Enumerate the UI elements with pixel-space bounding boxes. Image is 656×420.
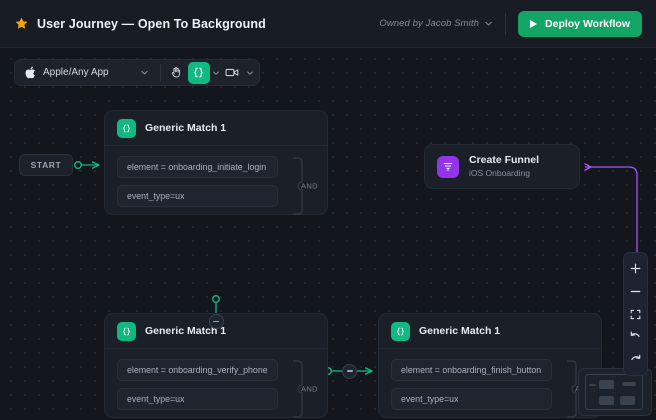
play-icon xyxy=(529,19,538,28)
funnel-subtitle: iOS Onboarding xyxy=(469,168,530,179)
condition-text: element = onboarding_finish_button xyxy=(401,365,542,375)
condition-text: element = onboarding_initiate_login xyxy=(127,162,267,172)
condition-text: element = onboarding_verify_phone xyxy=(127,365,268,375)
fit-to-screen-button[interactable] xyxy=(625,304,646,324)
condition-row[interactable]: event_type=ux xyxy=(117,388,278,410)
app-selector-dropdown[interactable]: Apple/Any App xyxy=(18,61,155,84)
node-badge xyxy=(391,321,410,341)
node-title: Generic Match 1 xyxy=(419,325,501,337)
brace-bracket-icon xyxy=(567,360,577,418)
minimap-node xyxy=(599,380,614,389)
node-header: Generic Match 1 xyxy=(105,314,327,349)
condition-row[interactable]: element = onboarding_verify_phone xyxy=(117,359,278,381)
redo-button[interactable] xyxy=(625,350,646,370)
node-header: Generic Match 1 xyxy=(379,314,601,349)
record-tool-chevron[interactable] xyxy=(244,62,256,84)
minus-icon xyxy=(346,370,353,372)
toolbar-divider xyxy=(159,63,161,82)
canvas-controls xyxy=(623,252,648,376)
owner-label: Owned by Jacob Smith xyxy=(379,18,480,29)
deploy-workflow-button[interactable]: Deploy Workflow xyxy=(518,10,642,37)
operator-group: AND xyxy=(292,360,318,418)
edge-collapse-button-horizontal[interactable] xyxy=(342,363,357,379)
condition-row[interactable]: event_type=ux xyxy=(117,185,278,207)
undo-arrow-icon xyxy=(630,331,640,337)
edge-port-match1-out xyxy=(211,294,220,303)
operator-group: AND xyxy=(292,157,318,215)
page-title: User Journey — Open To Background xyxy=(37,16,266,31)
brace-bracket-icon xyxy=(293,360,303,418)
code-braces-icon xyxy=(397,327,404,335)
start-node[interactable]: START xyxy=(19,154,73,176)
code-braces-icon xyxy=(123,124,130,132)
chevron-down-icon xyxy=(246,71,253,75)
brace-bracket-icon xyxy=(293,157,303,215)
code-tool-chevron[interactable] xyxy=(210,62,222,84)
node-generic-match-3[interactable]: Generic Match 1 element = onboarding_fin… xyxy=(378,313,602,418)
undo-button[interactable] xyxy=(625,327,646,347)
condition-text: event_type=ux xyxy=(127,191,185,201)
owner-dropdown[interactable]: Owned by Jacob Smith xyxy=(379,18,493,29)
chevron-down-icon xyxy=(212,71,219,75)
minus-icon xyxy=(213,320,219,323)
chevron-down-icon xyxy=(485,21,492,26)
apple-icon xyxy=(25,66,36,79)
workflow-canvas[interactable]: Apple/Any App xyxy=(0,48,656,420)
minimap[interactable] xyxy=(578,368,652,416)
start-node-label: START xyxy=(30,160,62,170)
edge-port-start xyxy=(73,160,82,169)
operator-label: AND xyxy=(300,384,318,394)
node-header: Generic Match 1 xyxy=(105,111,327,146)
node-generic-match-1[interactable]: Generic Match 1 element = onboarding_ini… xyxy=(104,110,328,215)
funnel-badge xyxy=(437,155,459,178)
chevron-down-icon xyxy=(140,70,148,75)
app-header: User Journey — Open To Background Owned … xyxy=(0,0,656,48)
minimap-node xyxy=(599,396,614,405)
header-divider xyxy=(505,12,507,35)
funnel-icon xyxy=(443,162,453,171)
header-right-group: Owned by Jacob Smith Deploy Workflow xyxy=(379,10,642,37)
app-selector-label: Apple/Any App xyxy=(43,67,109,78)
minimap-node xyxy=(622,382,636,386)
funnel-text-group: Create Funnel iOS Onboarding xyxy=(469,154,539,179)
condition-text: event_type=ux xyxy=(401,394,459,404)
redo-arrow-icon xyxy=(631,354,641,360)
condition-text: event_type=ux xyxy=(127,394,185,404)
minimap-node xyxy=(620,396,635,405)
code-braces-icon xyxy=(194,67,203,78)
hand-tool-button[interactable] xyxy=(166,62,188,84)
hand-tool-icon xyxy=(171,67,181,78)
code-tool-button[interactable] xyxy=(187,61,210,84)
node-title: Generic Match 1 xyxy=(145,325,227,337)
condition-row[interactable]: element = onboarding_finish_button xyxy=(391,359,552,381)
record-tool-button[interactable] xyxy=(222,62,244,84)
funnel-title: Create Funnel xyxy=(469,153,540,166)
node-body: element = onboarding_verify_phone event_… xyxy=(105,349,327,420)
condition-row[interactable]: event_type=ux xyxy=(391,388,552,410)
node-body: element = onboarding_finish_button event… xyxy=(379,349,601,420)
edge-collapse-button-vertical[interactable] xyxy=(208,314,224,329)
node-badge xyxy=(117,118,136,138)
node-body: element = onboarding_initiate_login even… xyxy=(105,146,327,226)
minus-icon xyxy=(630,290,641,292)
minimap-node xyxy=(589,384,596,386)
minimap-viewport xyxy=(585,374,643,410)
condition-row[interactable]: element = onboarding_initiate_login xyxy=(117,156,278,178)
zoom-in-button[interactable] xyxy=(625,258,646,278)
star-icon[interactable] xyxy=(14,16,29,31)
video-camera-icon xyxy=(225,68,239,77)
node-badge xyxy=(117,321,136,341)
operator-label: AND xyxy=(300,181,318,191)
canvas-toolbar: Apple/Any App xyxy=(14,59,260,86)
zoom-out-button[interactable] xyxy=(625,281,646,301)
fit-screen-icon xyxy=(630,309,641,319)
node-title: Generic Match 1 xyxy=(145,122,227,134)
code-braces-icon xyxy=(123,327,130,335)
plus-icon xyxy=(630,263,641,273)
node-create-funnel[interactable]: Create Funnel iOS Onboarding xyxy=(424,144,580,189)
deploy-workflow-label: Deploy Workflow xyxy=(545,17,630,30)
